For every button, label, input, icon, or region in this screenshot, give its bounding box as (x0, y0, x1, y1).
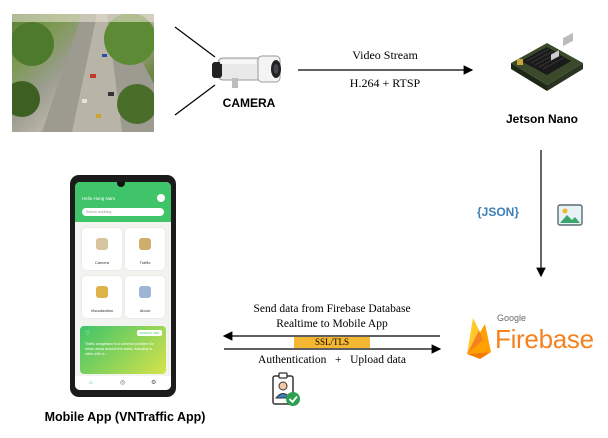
app-search-bar: Search anything (82, 208, 164, 216)
tile-traffic-label: Traffic (139, 260, 151, 265)
banner-badge: TRAFFIC JAM (136, 330, 162, 336)
banner-text: Traffic congestion is a common problem f… (85, 342, 154, 356)
settings-icon: ⚙ (151, 380, 157, 386)
protocol-label: H.264 + RTSP (349, 76, 421, 90)
firebase-flame-icon (465, 316, 495, 365)
tile-visualization: Visualization (82, 276, 122, 318)
avatar (157, 194, 165, 202)
tile-about: About (125, 276, 165, 318)
jetson-board-icon (505, 32, 585, 110)
app-bottom-nav: ⌂ ◎ ⚙ (75, 376, 171, 390)
tile-visualization-label: Visualization (90, 308, 114, 313)
ssl-bar: SSL/TLS (294, 337, 370, 348)
photo-to-camera-line-top (174, 26, 216, 58)
send-data-line1: Send data from Firebase Database (253, 303, 411, 315)
image-icon (557, 204, 583, 231)
id-badge-check-icon (270, 372, 302, 413)
firebase-brand-label: Google (497, 313, 527, 323)
about-tile-icon (139, 286, 151, 298)
photo-to-camera-line-bottom (174, 84, 216, 116)
visualization-tile-icon (96, 286, 108, 298)
tile-about-label: About (139, 308, 151, 313)
firebase-name-label: Firebase (495, 324, 594, 354)
app-greeting: Hello Hong Nam (82, 196, 116, 201)
send-data-line2: Realtime to Mobile App (276, 318, 388, 330)
tile-traffic: Traffic (125, 228, 165, 270)
camera-label: CAMERA (222, 96, 276, 110)
camera-tile-icon (96, 238, 108, 250)
app-header: Hello Hong Nam Search anything (75, 182, 171, 222)
profile-icon: ◎ (120, 380, 126, 386)
phone-screen: Hello Hong Nam Search anything Camera Tr… (75, 182, 171, 390)
auth-upload-label: Authentication + Upload data (258, 354, 406, 366)
video-stream-label: Video Stream (352, 48, 418, 62)
cctv-camera-icon (212, 52, 286, 95)
phone-mockup: Hello Hong Nam Search anything Camera Tr… (70, 175, 176, 397)
traffic-tile-icon (139, 238, 151, 250)
heart-icon: ♡ (85, 331, 91, 337)
tile-camera-label: Camera (94, 260, 110, 265)
home-icon: ⌂ (89, 380, 93, 386)
jetson-label: Jetson Nano (505, 112, 578, 126)
street-photo (12, 14, 154, 132)
tile-camera: Camera (82, 228, 122, 270)
front-camera-notch (117, 182, 125, 187)
app-banner: ♡ TRAFFIC JAM Traffic congestion is a co… (80, 326, 166, 374)
mobile-app-label: Mobile App (VNTraffic App) (44, 410, 206, 424)
json-badge: {JSON} (477, 205, 520, 219)
